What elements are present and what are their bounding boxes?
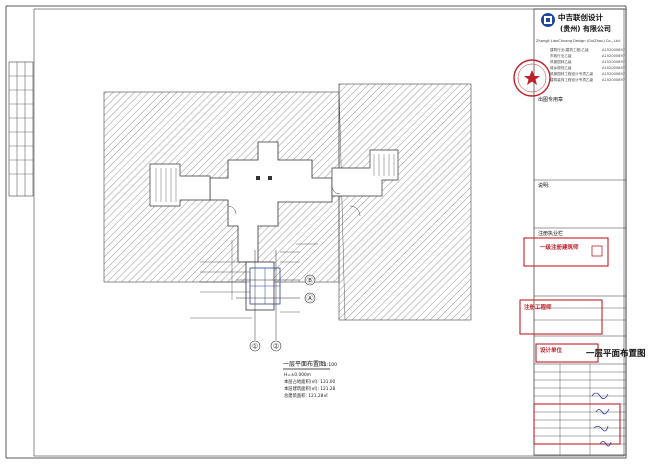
company-logo xyxy=(541,13,555,27)
company-name: 中吉联创设计 xyxy=(558,13,603,22)
axis-label-b: Ⓑ xyxy=(307,277,314,285)
plan-caption: 一层平面布置图 xyxy=(283,360,325,368)
stamp-architect: 一级注册建筑师 xyxy=(540,245,579,251)
license-no: A152000897 xyxy=(602,60,626,64)
remarks-label: 说明: xyxy=(538,183,550,189)
signatures xyxy=(591,392,612,447)
plan-elevation: H=±0.000m xyxy=(284,372,311,378)
title-block-frame xyxy=(533,8,627,456)
plan-scale: 1:100 xyxy=(324,362,337,368)
license-no: A152000897 xyxy=(602,78,626,82)
entrance-detail xyxy=(190,240,318,340)
company-name-en: ZhongJi LianChuang Design (GuiZhou) Co.,… xyxy=(536,39,621,43)
plan-note-1: 本层占地面积(㎡): 131.00 xyxy=(284,378,336,385)
seal-label: 出图专用章 xyxy=(538,97,564,103)
company-name-2: (贵州) 有限公司 xyxy=(560,25,611,33)
axis-markers: ① ② Ⓑ Ⓐ xyxy=(249,274,316,352)
drawing-title: 一层平面布置图 xyxy=(586,349,646,359)
registration-stamps xyxy=(519,237,621,445)
binding-strip xyxy=(8,61,34,197)
title-block: 中吉联创设计 (贵州) 有限公司 ZhongJi LianChuang Desi… xyxy=(534,9,646,455)
license-name: 市政行业乙级 xyxy=(550,54,572,58)
stamp-design-unit: 设计单位 xyxy=(540,348,563,354)
company-seal xyxy=(513,59,551,97)
stamp-engineer: 注册工程师 xyxy=(524,305,552,311)
license-no: A152000897 xyxy=(602,72,626,76)
plan-note-3: 总建筑面积: 121.28㎡ xyxy=(284,392,328,399)
license-name: 建筑行业(建筑工程)乙级 xyxy=(550,48,589,52)
license-name: 风景园林乙级 xyxy=(550,60,572,64)
license-name: 风景园林工程设计专项乙级 xyxy=(550,72,594,76)
registration-label: 注册执业栏 xyxy=(538,231,564,237)
axis-label-2: ② xyxy=(273,343,279,351)
license-no: A152000897 xyxy=(602,54,626,58)
building-footprint xyxy=(149,141,399,311)
license-no: A152000897 xyxy=(602,48,626,52)
axis-label-1: ① xyxy=(252,343,258,351)
plan-note-2: 本层建筑面积(㎡): 121.28 xyxy=(284,385,336,392)
license-no: A152000897 xyxy=(602,66,626,70)
license-name: 城乡规划乙级 xyxy=(550,66,572,70)
inner-border xyxy=(33,8,625,457)
plan-caption-block: 一层平面布置图 1:100 H=±0.000m 本层占地面积(㎡): 131.0… xyxy=(283,360,337,399)
axis-label-a: Ⓐ xyxy=(307,295,314,303)
license-name: 建筑装饰工程设计专项乙级 xyxy=(550,78,594,82)
